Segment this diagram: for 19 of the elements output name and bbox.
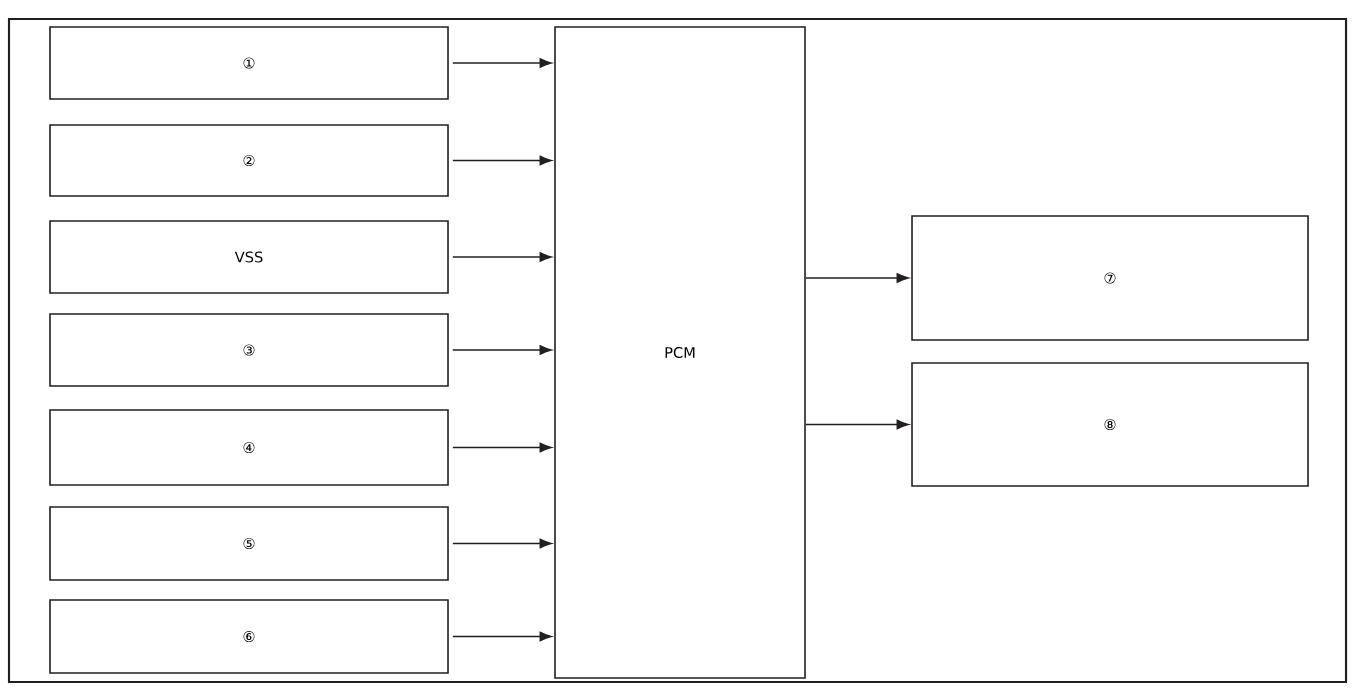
box: ① (49, 26, 449, 100)
box: ③ (49, 313, 449, 387)
arrow (452, 442, 552, 453)
arrow (452, 252, 552, 262)
arrow (452, 345, 552, 355)
box: ② (49, 124, 449, 197)
arrow (805, 419, 909, 430)
block: PCM (554, 26, 806, 679)
arrow (452, 631, 552, 642)
arrow (452, 538, 552, 549)
box: VSS (49, 220, 449, 294)
arrow (805, 273, 909, 283)
arrow (452, 58, 552, 68)
box: ④ (49, 409, 449, 486)
arrow (452, 155, 552, 166)
box: ⑥ (49, 599, 449, 674)
box: ⑦ (911, 215, 1309, 341)
box: ⑧ (911, 362, 1309, 487)
box: ⑤ (49, 506, 449, 581)
